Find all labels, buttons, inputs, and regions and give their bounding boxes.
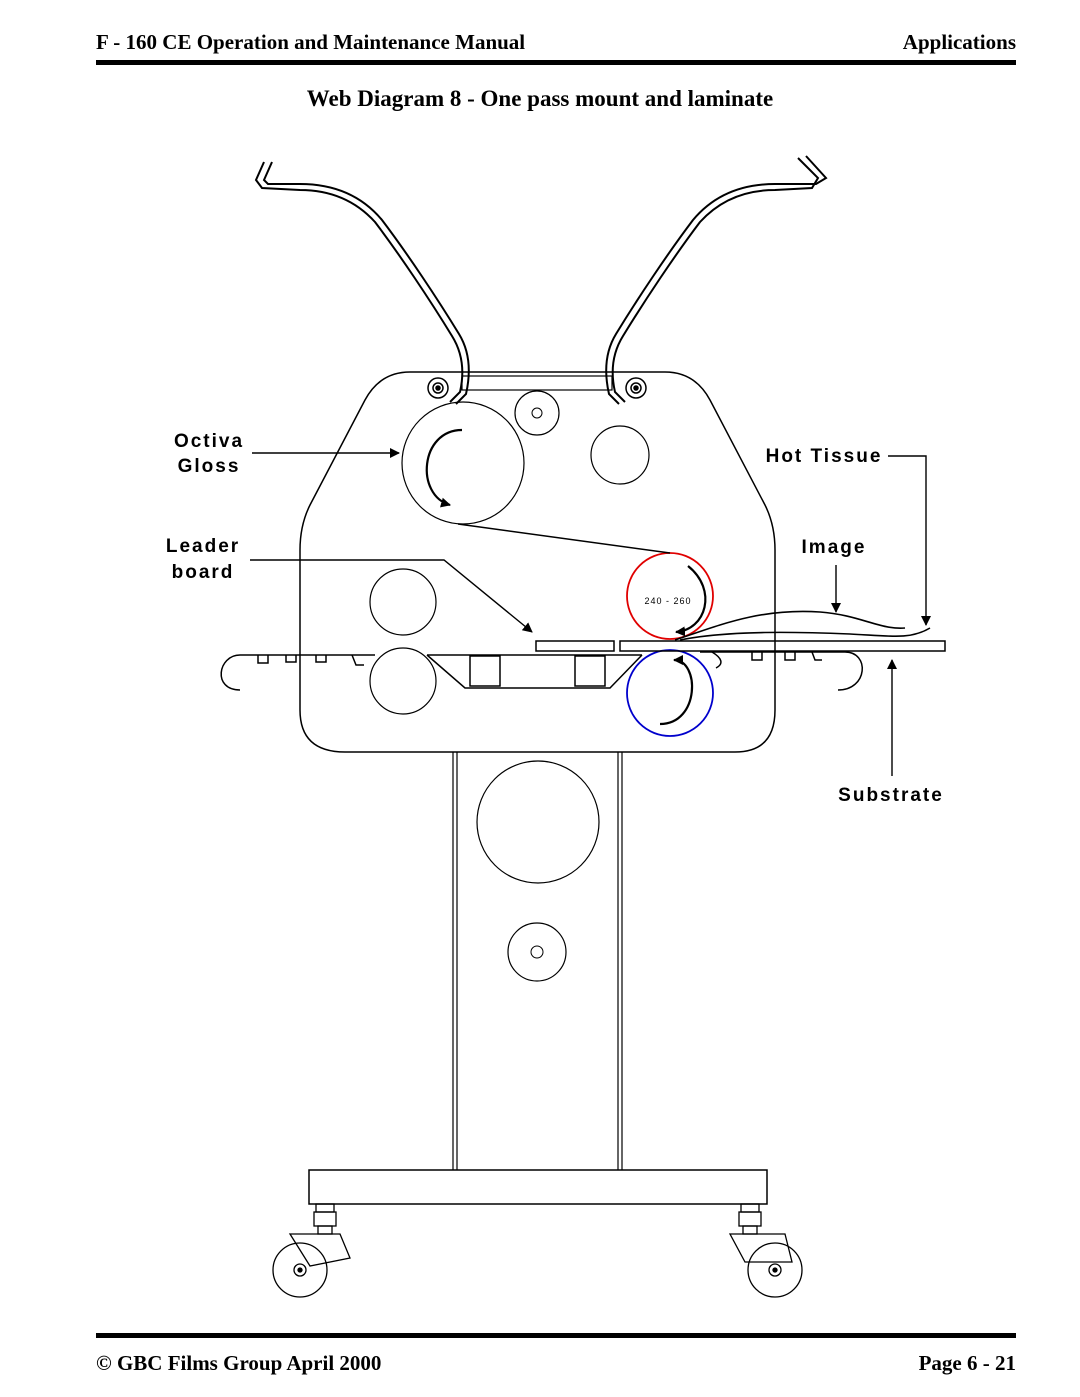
right-pivot-icon <box>625 377 647 399</box>
header-section: Applications <box>902 30 1016 54</box>
label-board: board <box>172 562 235 583</box>
stand-base <box>308 1169 768 1205</box>
left-unwind-arm <box>254 161 470 405</box>
footer-rule <box>96 1333 1016 1338</box>
footer-copyright: © GBC Films Group April 2000 <box>96 1351 382 1375</box>
rewind-roll <box>476 760 600 884</box>
octiva-web-path <box>457 523 671 554</box>
octiva-rotation-arrow <box>425 428 463 508</box>
octiva-gloss-roll <box>401 401 525 525</box>
header-rule <box>96 60 1016 65</box>
lower-idler <box>507 922 567 982</box>
image-and-tissue <box>674 610 931 641</box>
label-hot-tissue: Hot Tissue <box>766 446 883 467</box>
label-leader: Leader <box>166 536 240 557</box>
label-octiva: Octiva <box>174 431 244 452</box>
exit-tray <box>700 651 863 691</box>
label-substrate: Substrate <box>838 785 944 806</box>
bottom-roller <box>626 649 714 737</box>
left-roll-upper <box>369 568 437 636</box>
top-slot <box>461 375 613 391</box>
label-gloss: Gloss <box>178 456 241 477</box>
idler-roller-top <box>514 390 560 436</box>
header-manual-title: F - 160 CE Operation and Maintenance Man… <box>96 30 526 54</box>
right-caster <box>728 1203 803 1298</box>
page-title: Web Diagram 8 - One pass mount and lamin… <box>306 86 774 111</box>
leader-board <box>535 640 615 652</box>
idler-roller-top-hub <box>531 407 543 419</box>
hot-tissue-callout-arrow <box>888 455 931 626</box>
top-roller-rotation-arrow <box>675 565 707 637</box>
machine-body <box>299 371 776 753</box>
bottom-roller-rotation-arrow <box>659 655 694 726</box>
left-roll-lower <box>369 647 437 715</box>
right-unwind-arm <box>605 155 828 405</box>
upper-right-roll <box>590 425 650 485</box>
leader-callout-arrow <box>250 559 533 633</box>
footer-page-number: Page 6 - 21 <box>918 1351 1016 1375</box>
lower-idler-hub <box>530 945 544 959</box>
left-caster <box>272 1203 351 1298</box>
left-pivot-icon <box>427 377 449 399</box>
substrate-plate <box>619 640 946 652</box>
stand-column <box>452 752 623 1170</box>
feed-tray <box>220 654 643 691</box>
label-image: Image <box>802 537 867 558</box>
temperature-label: 240 - 260 <box>644 596 691 606</box>
callout-arrows <box>250 448 931 776</box>
